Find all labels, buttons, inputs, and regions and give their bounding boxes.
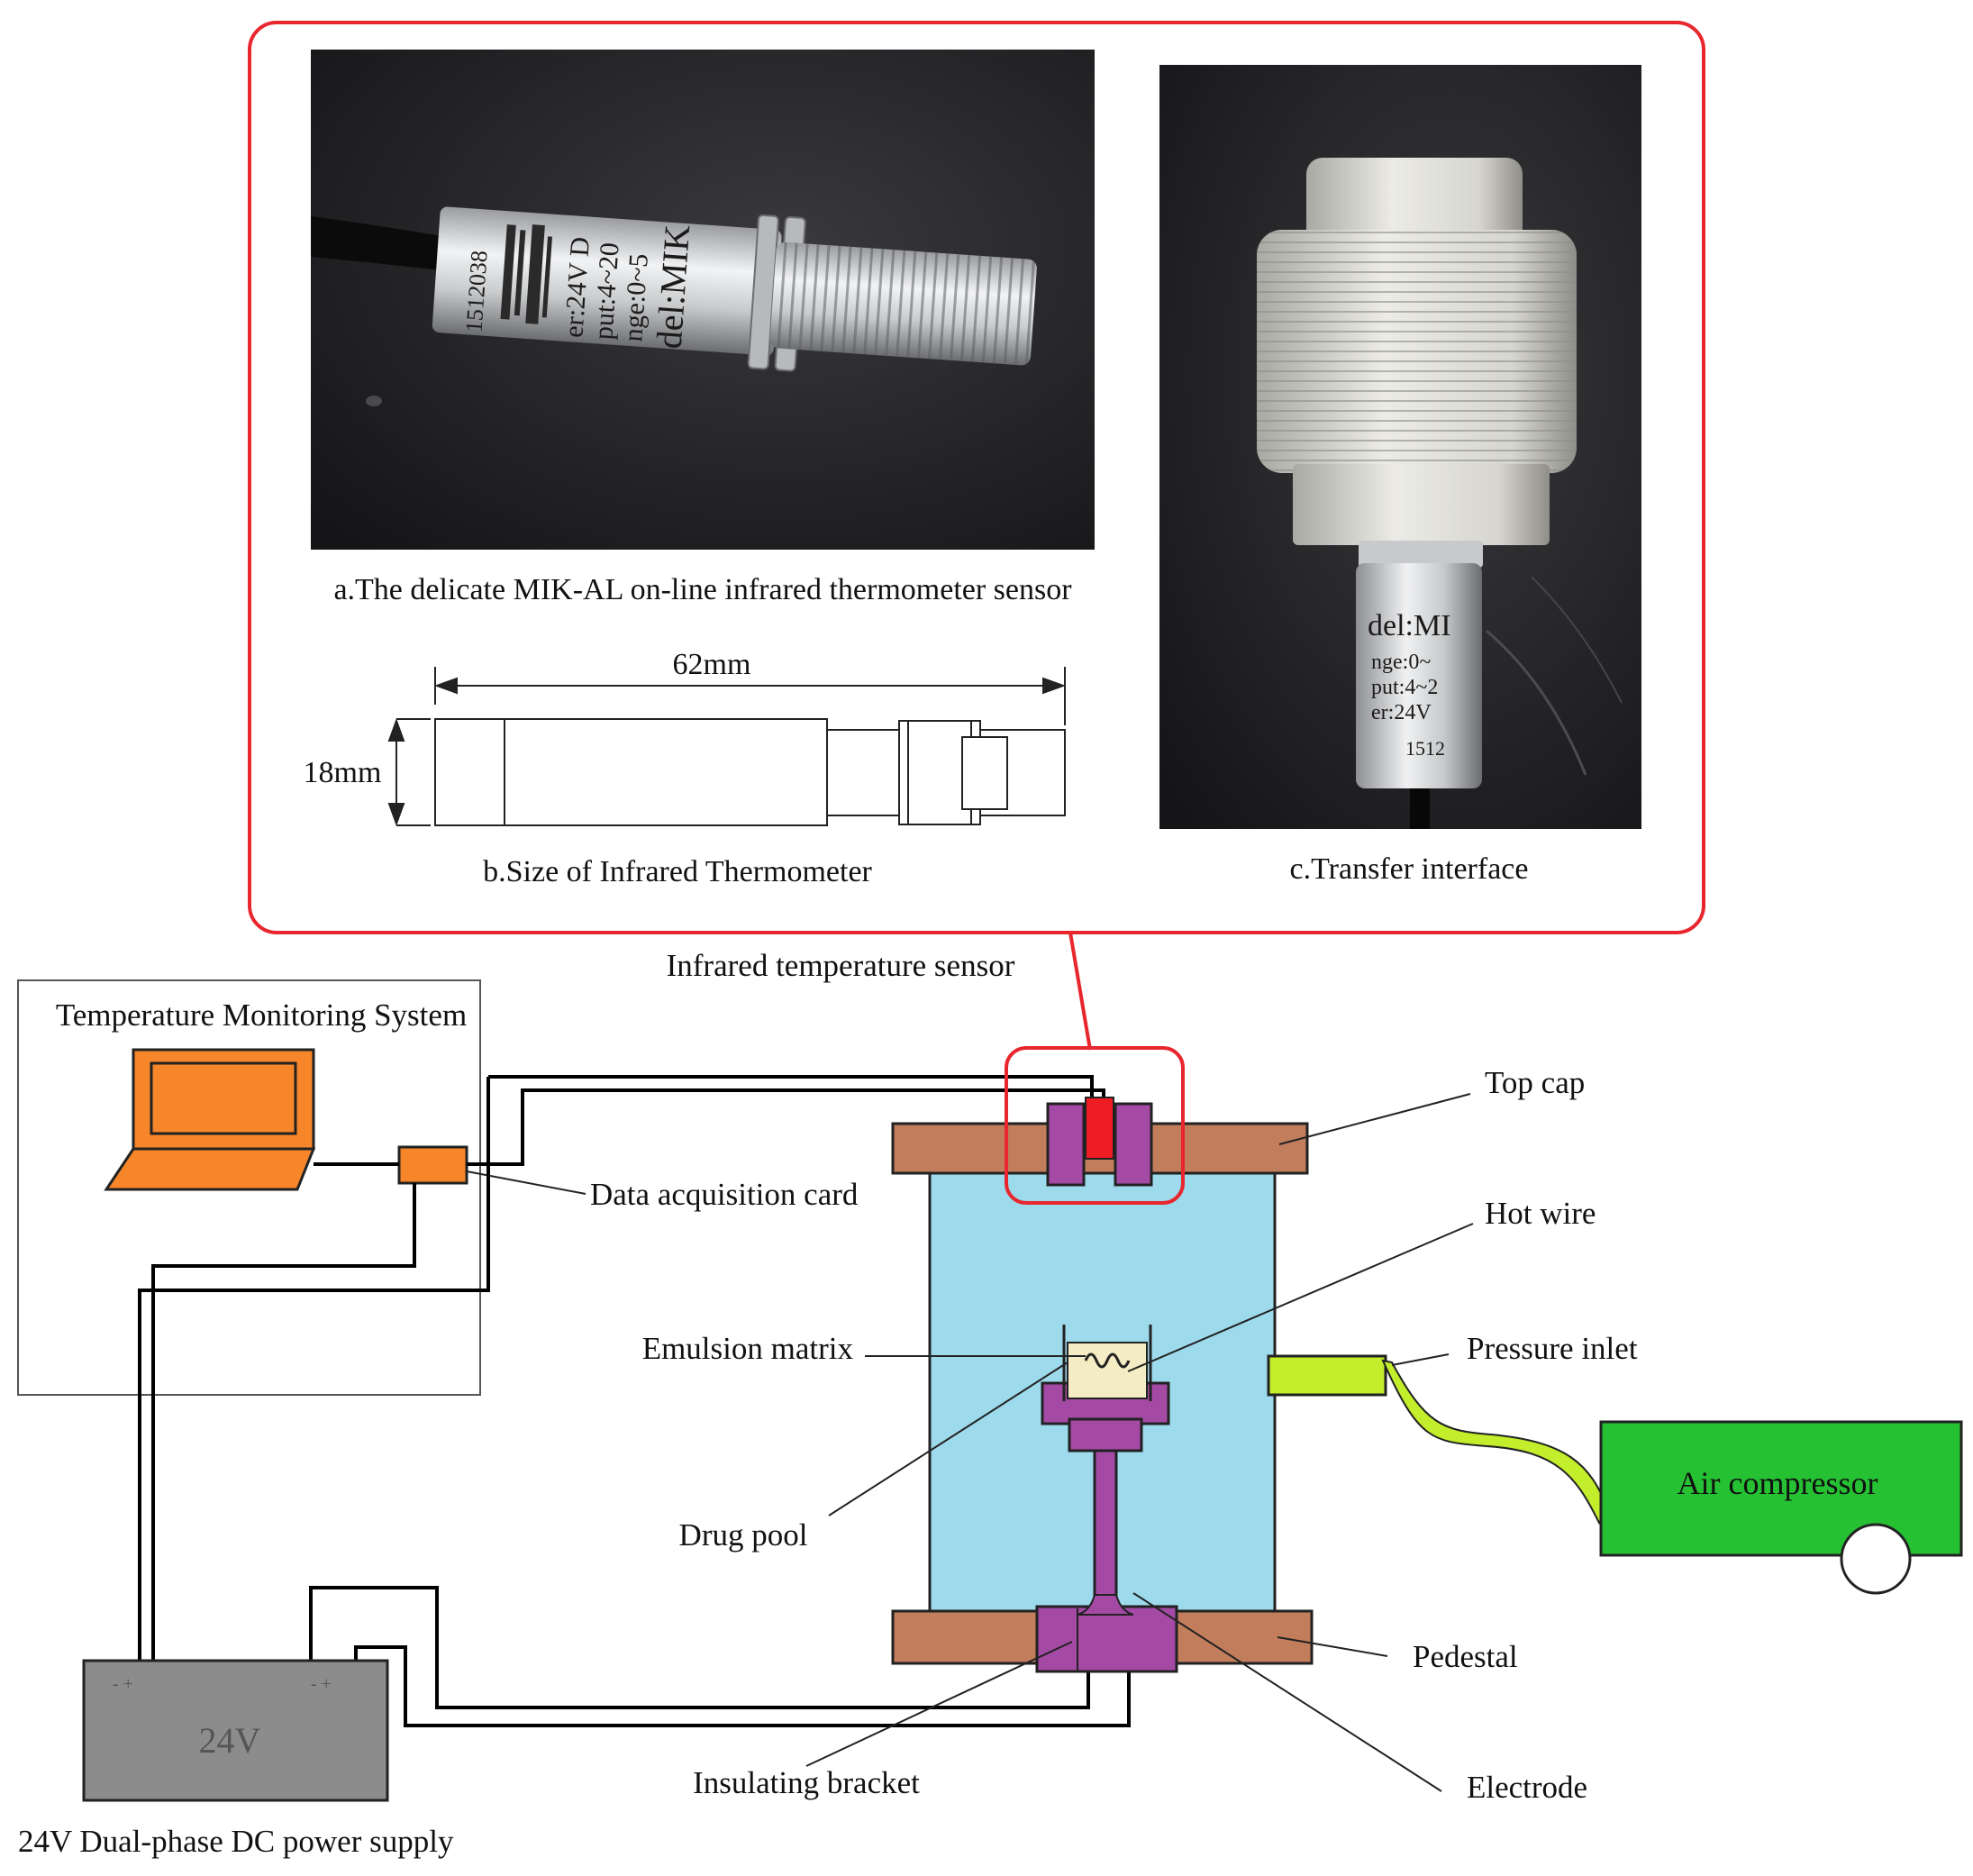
thermometer-print-4: er:24V D <box>559 236 596 339</box>
signal-wires <box>138 1075 1131 1727</box>
laptop-icon <box>104 1048 316 1191</box>
monitoring-system-label: Temperature Monitoring System <box>56 997 467 1033</box>
air-compressor-label: Air compressor <box>1678 1465 1878 1501</box>
photo-thermometer: del:MIK nge:0~5 put:4~20 er:24V D 151203… <box>311 50 1095 550</box>
thermometer-print-5: 1512038 <box>460 250 492 333</box>
sensor-mount-right <box>1114 1102 1153 1187</box>
air-compressor <box>1599 1420 1963 1557</box>
data-card-label: Data acquisition card <box>590 1177 859 1212</box>
air-hose <box>1381 1359 1610 1525</box>
dimension-height: 18mm <box>304 756 382 789</box>
photo-transfer-interface: del:MI nge:0~ put:4~2 er:24V 1512 <box>1159 65 1641 829</box>
interface-print-4: er:24V <box>1371 701 1432 724</box>
power-voltage-label: 24V <box>199 1720 261 1761</box>
monitoring-system-box <box>17 979 481 1396</box>
thermometer-print-3: put:4~20 <box>588 241 624 341</box>
interface-print-1: del:MI <box>1368 609 1451 642</box>
top-cap-label: Top cap <box>1485 1065 1585 1100</box>
pressure-inlet-label: Pressure inlet <box>1467 1331 1638 1366</box>
infrared-sensor-label: Infrared temperature sensor <box>667 948 1015 983</box>
interface-print-3: put:4~2 <box>1371 676 1438 699</box>
interface-print-5: 1512 <box>1405 737 1445 760</box>
sensor-callout-line <box>1068 932 1092 1051</box>
sensor-mount-left <box>1046 1102 1086 1187</box>
compressor-wheel <box>1840 1523 1912 1595</box>
pressure-inlet <box>1267 1354 1387 1397</box>
hot-wire-label: Hot wire <box>1485 1196 1596 1231</box>
sensor-highlight <box>1005 1046 1185 1205</box>
data-acquisition-card <box>397 1145 468 1185</box>
interface-print-2: nge:0~ <box>1371 651 1431 674</box>
svg-text:- +: - + <box>113 1674 133 1694</box>
electrode-stem <box>1093 1447 1118 1613</box>
thermometer-print-1: del:MIK <box>649 223 698 351</box>
dimension-width: 62mm <box>673 648 751 681</box>
photo-c-caption: c.Transfer interface <box>1290 852 1529 886</box>
thermometer-print-2: nge:0~5 <box>618 252 654 342</box>
electrode-label: Electrode <box>1467 1770 1587 1805</box>
power-supply-label: 24V Dual-phase DC power supply <box>18 1824 454 1859</box>
hot-wire <box>1084 1352 1131 1369</box>
data-card-leader <box>466 1170 586 1195</box>
sensor-detail-panel <box>248 21 1705 934</box>
drug-pool-label: Drug pool <box>679 1517 808 1553</box>
drug-pool-base <box>1068 1417 1143 1453</box>
leader-lines <box>805 1093 1474 1792</box>
infrared-sensor <box>1085 1097 1114 1160</box>
svg-text:- +: - + <box>311 1674 332 1694</box>
photo-a-caption: a.The delicate MIK-AL on-line infrared t… <box>333 573 1072 606</box>
insulating-bracket-label: Insulating bracket <box>693 1765 920 1800</box>
electrode-flare <box>1077 1594 1134 1616</box>
drawing-b-caption: b.Size of Infrared Thermometer <box>483 855 872 888</box>
emulsion-matrix <box>1067 1342 1148 1399</box>
thermometer-dimension-drawing <box>387 667 1066 826</box>
power-supply-unit: - + - + <box>82 1659 389 1802</box>
insulating-bracket <box>1035 1605 1178 1673</box>
emulsion-matrix-label: Emulsion matrix <box>642 1331 854 1366</box>
pedestal-label: Pedestal <box>1413 1639 1518 1674</box>
